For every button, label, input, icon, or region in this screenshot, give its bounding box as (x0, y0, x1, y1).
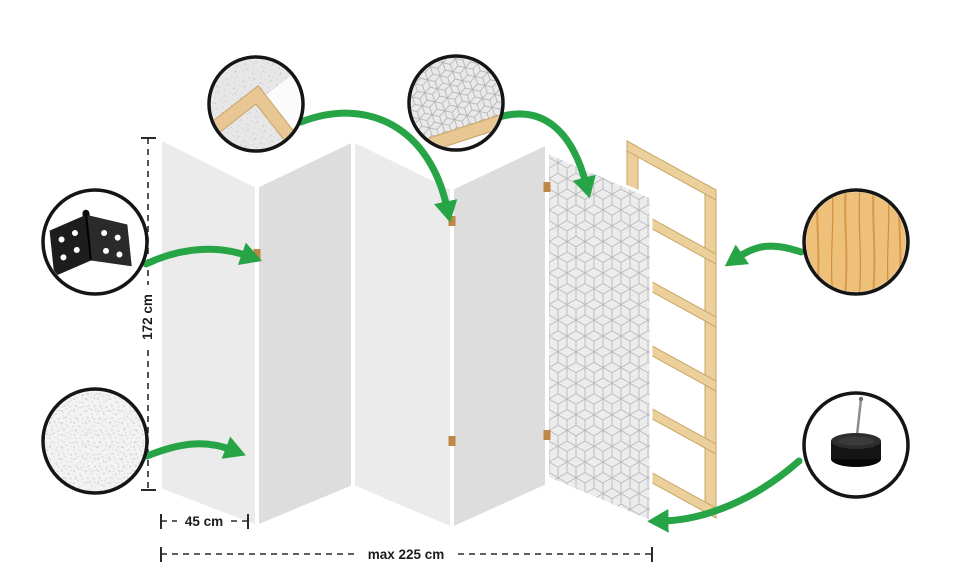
hinge-dot (253, 249, 261, 259)
panel-4 (450, 141, 549, 531)
patterned-panel (543, 148, 653, 525)
max-width-dimension-label: max 225 cm (368, 547, 445, 562)
hinge-dot (543, 182, 551, 192)
arrow-fabric (143, 436, 246, 460)
height-dimension-label: 172 cm (140, 294, 155, 340)
arrow-hinge (142, 242, 263, 268)
dimension-max-width (160, 547, 653, 562)
hinge-dot (448, 216, 456, 226)
hinge-detail-icon (49, 209, 132, 277)
panel-1 (158, 136, 259, 529)
dimension-panel-width (160, 514, 249, 529)
callout-wood (802, 188, 910, 296)
hinge-dot (543, 430, 551, 440)
ladder-right-rail (704, 183, 717, 519)
arrow-foot (647, 457, 803, 533)
callout-foot (802, 391, 910, 499)
wood-grain-detail-icon (806, 192, 906, 292)
ladder-top-bar (626, 140, 717, 201)
arrow-wood (724, 242, 805, 267)
canvas-texture-detail-icon (45, 391, 145, 491)
stabilizing-foot-detail-icon (831, 396, 881, 467)
arrow-frame-corner (297, 109, 458, 223)
panel-3 (351, 138, 454, 531)
panel-2 (255, 138, 355, 529)
callout-fabric (41, 387, 149, 495)
folding-panels (158, 136, 549, 531)
hinge-dot (448, 436, 456, 446)
callout-arrows (142, 109, 805, 533)
callout-hinge (41, 188, 149, 296)
arrow-surface-pattern (495, 110, 596, 199)
panel-width-dimension-label: 45 cm (185, 514, 223, 529)
